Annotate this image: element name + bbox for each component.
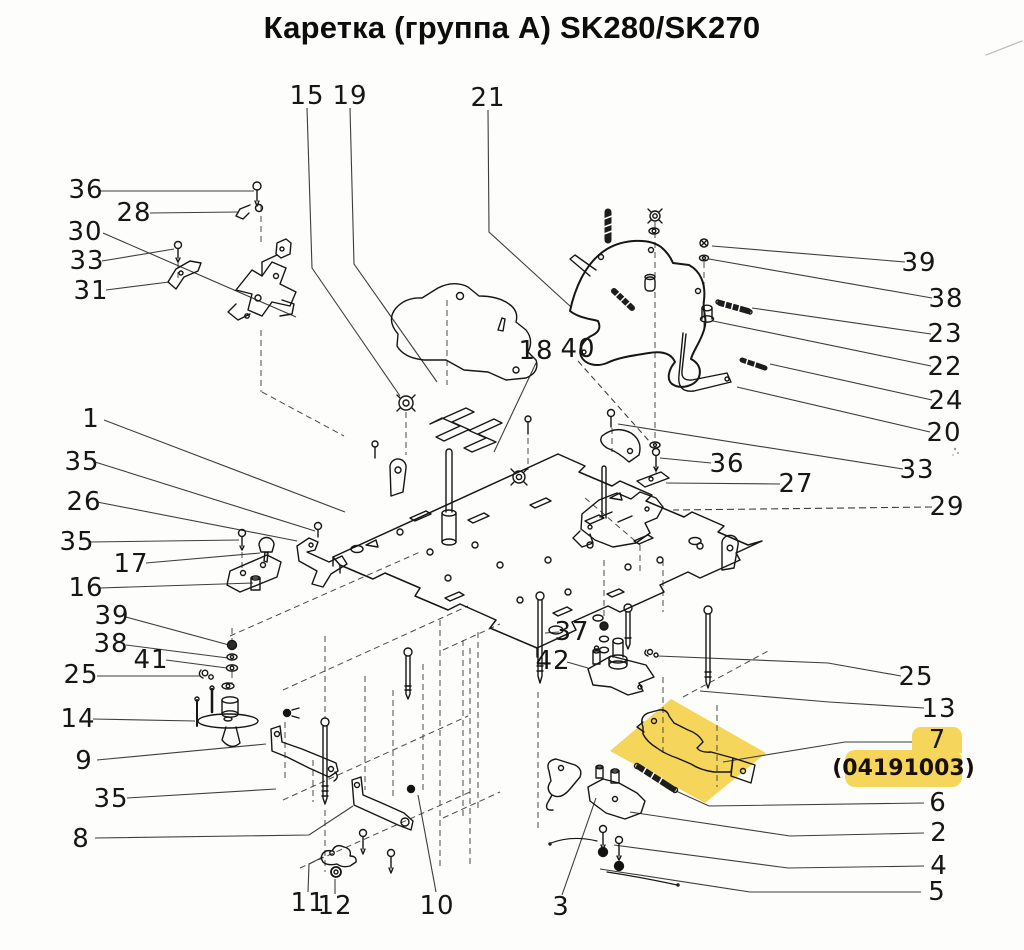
part-label-24: 24 xyxy=(928,386,964,416)
part-label-27: 27 xyxy=(778,469,814,499)
part-label-37: 37 xyxy=(554,617,590,647)
part-label-33b: 33 xyxy=(899,455,935,485)
part-label-19: 19 xyxy=(332,81,368,111)
page-title: Каретка (группа А) SK280/SK270 xyxy=(263,10,761,45)
highlighted-part-number-badge: 7 xyxy=(912,725,962,755)
part-label-20: 20 xyxy=(926,418,962,448)
highlighted-part-7 xyxy=(636,709,756,784)
plate-19 xyxy=(390,283,661,449)
part-label-39b: 39 xyxy=(94,601,130,631)
part-label-41: 41 xyxy=(133,645,169,675)
washer-stack xyxy=(198,639,239,680)
parts-linework xyxy=(167,40,1023,887)
part-label-17: 17 xyxy=(113,549,149,579)
part-label-42: 42 xyxy=(535,646,571,676)
spindle-14 xyxy=(194,682,259,748)
part-label-35: 35 xyxy=(64,447,100,477)
cross-piece-18 xyxy=(429,407,503,453)
part-label-35b: 35 xyxy=(59,527,95,557)
part-label-29: 29 xyxy=(929,492,965,522)
central-plate-1 xyxy=(332,415,763,658)
part-label-9: 9 xyxy=(75,746,93,776)
part-label-10: 10 xyxy=(419,891,455,921)
part-label-15: 15 xyxy=(289,81,325,111)
part-label-38b: 38 xyxy=(93,629,129,659)
part-label-6: 6 xyxy=(929,788,947,818)
part-label-8: 8 xyxy=(72,824,90,854)
top-left-assembly xyxy=(167,181,297,321)
assembly-42 xyxy=(587,621,659,696)
part-label-38: 38 xyxy=(928,284,964,314)
part-label-14: 14 xyxy=(60,704,96,734)
part-label-21: 21 xyxy=(470,83,506,113)
part-label-13: 13 xyxy=(921,694,957,724)
part-label-4: 4 xyxy=(930,851,948,881)
part-label-33: 33 xyxy=(69,246,105,276)
part-label-25: 25 xyxy=(63,660,99,690)
highlighted-part-code-badge: (04191003) xyxy=(832,750,975,787)
part-label-3: 3 xyxy=(552,892,570,922)
frame-21-assembly xyxy=(569,208,732,392)
part-label-11: 11 xyxy=(290,888,326,918)
part-label-36: 36 xyxy=(68,175,104,205)
part-label-22: 22 xyxy=(927,352,963,382)
projection-dashed-lines xyxy=(177,206,771,872)
part-label-1: 1 xyxy=(82,404,100,434)
part-label-18: 18 xyxy=(518,336,554,366)
part-label-39: 39 xyxy=(901,248,937,278)
part-label-28: 28 xyxy=(116,198,152,228)
lever-8 xyxy=(351,776,416,874)
part-label-16: 16 xyxy=(68,573,104,603)
bracket-16-assembly xyxy=(226,521,348,593)
lever-9 xyxy=(270,707,339,782)
part-label-12: 12 xyxy=(317,891,353,921)
part-label-2: 2 xyxy=(930,818,948,848)
scan-artifacts xyxy=(952,40,1023,456)
leader-lines xyxy=(89,107,933,896)
part-label-26: 26 xyxy=(66,487,102,517)
part-label-36b: 36 xyxy=(709,449,745,479)
part-label-23: 23 xyxy=(927,319,963,349)
highlight-region xyxy=(610,699,766,803)
long-screws xyxy=(320,591,713,805)
highlighted-part-number: 7 xyxy=(928,725,946,755)
part-label-40: 40 xyxy=(560,334,596,364)
clip-11-washer-12 xyxy=(320,844,357,878)
part-label-31: 31 xyxy=(73,276,109,306)
part-label-35c: 35 xyxy=(93,784,129,814)
part-label-5: 5 xyxy=(928,877,946,907)
part-label-30: 30 xyxy=(67,217,103,247)
highlighted-part-code: (04191003) xyxy=(832,756,975,781)
springs xyxy=(603,208,768,794)
part-label-25b: 25 xyxy=(898,662,934,692)
assembly-3 xyxy=(545,758,680,887)
